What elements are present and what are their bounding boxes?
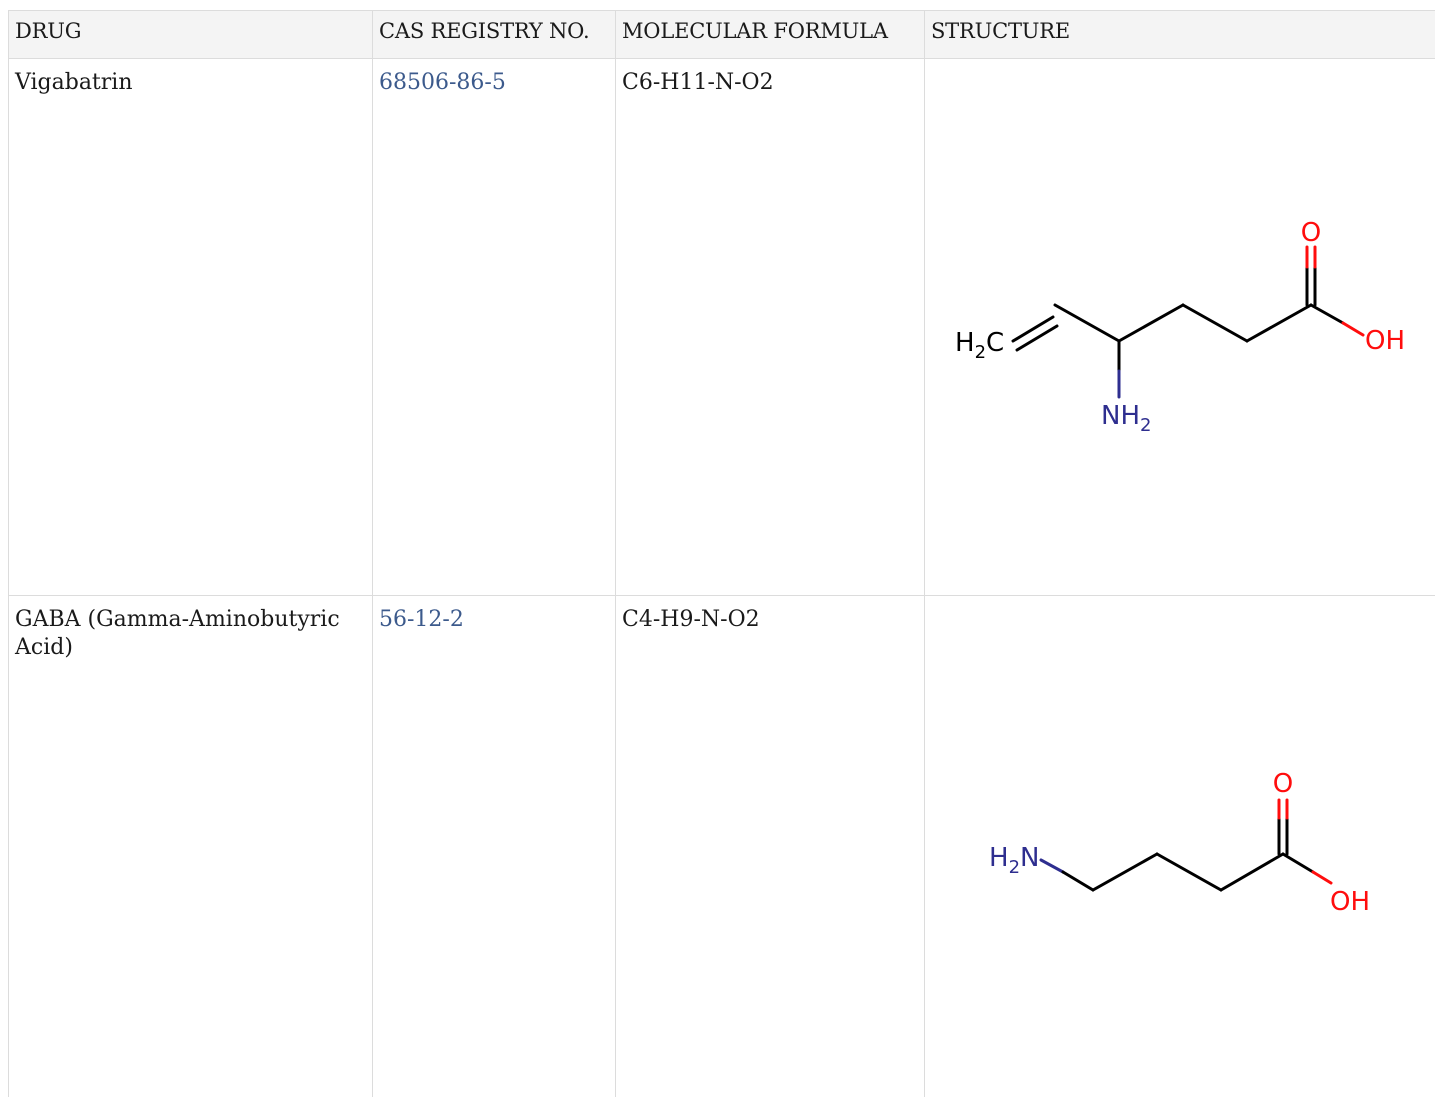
cas-link[interactable]: 68506-86-5 [379,70,506,95]
gaba-structure-image: O OH H2N [989,769,1370,917]
subscript-2: 2 [975,342,986,363]
h-label: H [955,328,975,358]
drug-table-container: DRUG CAS REGISTRY NO. MOLECULAR FORMULA … [8,10,1435,1097]
hydroxyl-label: OH [1365,326,1405,356]
hydroxyl-label: OH [1330,887,1370,917]
bond [1341,321,1365,337]
header-molecular-formula: MOLECULAR FORMULA [615,10,925,59]
bond [1015,324,1059,352]
bond [1219,852,1285,892]
header-cas-registry-no: CAS REGISTRY NO. [372,10,616,59]
amine-label: H2N [989,843,1039,878]
drug-name: Vigabatrin [8,58,373,596]
h-label: H [989,843,1009,873]
drug-name: GABA (Gamma-Aminobutyric Acid) [8,595,373,1097]
n-label: N [1020,843,1039,873]
structure-cell: O OH H2N [924,595,1435,1097]
bond [1245,303,1313,343]
bond [1039,858,1065,874]
bond [1091,852,1159,892]
subscript-2: 2 [1140,415,1151,436]
bond [1155,852,1223,892]
bond [1061,870,1095,892]
bond [1181,303,1249,343]
subscript-2: 2 [1009,857,1020,878]
header-structure: STRUCTURE [924,10,1435,59]
amine-label: NH2 [1101,401,1151,436]
nh-label: NH [1101,401,1140,431]
header-drug: DRUG [8,10,373,59]
bond [1117,303,1185,343]
cas-link[interactable]: 56-12-2 [379,607,464,632]
bond [1311,870,1333,885]
cas-cell: 68506-86-5 [372,58,616,596]
table-row: Vigabatrin 68506-86-5 C6-H11-N-O2 [8,58,1435,596]
cas-cell: 56-12-2 [372,595,616,1097]
drug-table: DRUG CAS REGISTRY NO. MOLECULAR FORMULA … [8,10,1435,1097]
bond [1309,303,1345,325]
bond [1053,303,1121,343]
bond [1011,315,1055,343]
oxygen-atom-label: O [1273,769,1293,799]
structure-cell: O OH H2C NH2 [924,58,1435,596]
oxygen-atom-label: O [1301,218,1321,248]
c-label: C [986,328,1004,358]
methylene-label: H2C [955,328,1004,363]
vigabatrin-structure-image: O OH H2C NH2 [955,218,1405,436]
table-row: GABA (Gamma-Aminobutyric Acid) 56-12-2 C… [8,595,1435,1097]
molecular-formula: C6-H11-N-O2 [615,58,925,596]
bond [1281,852,1315,874]
molecular-formula: C4-H9-N-O2 [615,595,925,1097]
table-header-row: DRUG CAS REGISTRY NO. MOLECULAR FORMULA … [8,10,1435,59]
